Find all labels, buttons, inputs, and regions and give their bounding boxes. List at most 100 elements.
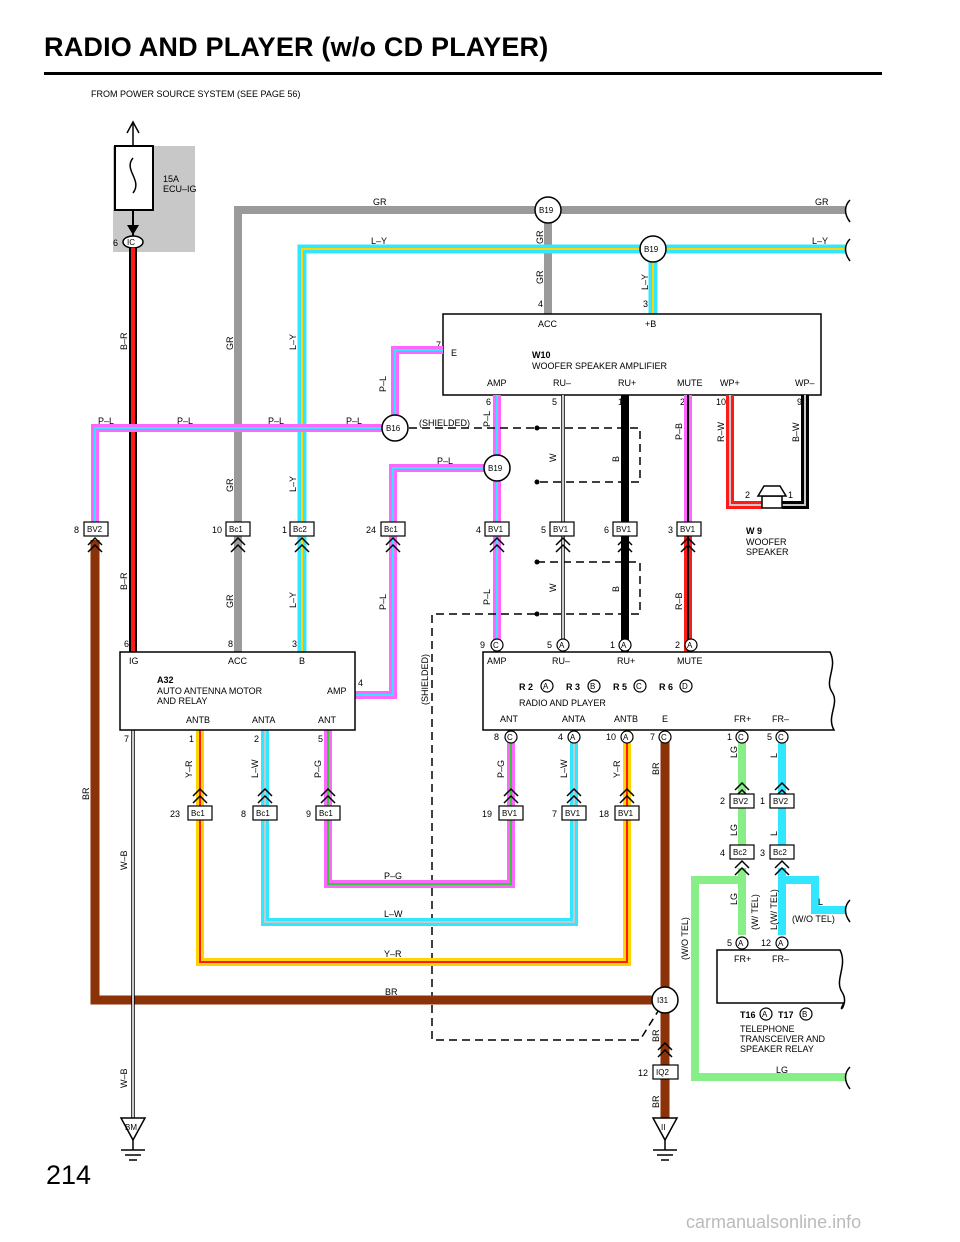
- radio-pin-ru-plus-conn-letter: A: [621, 641, 627, 650]
- radio-code-r3-ring: [587, 679, 601, 693]
- wire-label-lg-2: LG: [729, 824, 739, 836]
- wire-label-gr-bus: GR: [373, 197, 387, 207]
- shield-dot-1: [534, 425, 540, 431]
- tel-pin-frplus-conn: [735, 936, 749, 950]
- amp-pin-acc-label: ACC: [538, 319, 558, 329]
- wire-label-pl-7: P–L: [482, 411, 492, 427]
- speaker-code: W 9: [746, 526, 762, 536]
- radio-pin-ant-conn-letter: C: [507, 733, 513, 742]
- wire-label-gr-3: GR: [225, 594, 235, 608]
- conn2-bv1-c-pin: 18: [599, 809, 609, 819]
- fuse-feed-arrow: [126, 120, 140, 134]
- radio-code-r2-letter: A: [543, 682, 549, 691]
- splice-b19-gr: [534, 196, 562, 224]
- wire-label-pb: P–B: [674, 423, 684, 440]
- shield-dot-4: [534, 611, 540, 617]
- conn2-bc1-a-name: Bc1: [191, 809, 205, 818]
- wire-label-pl-5: P–L: [378, 376, 388, 392]
- wire-lw-base: [261, 730, 578, 926]
- tel-code-t17: T17: [778, 1010, 794, 1020]
- wire-label-pg-3: P–G: [496, 760, 506, 778]
- conn-bc1-b-box: [380, 521, 406, 537]
- wire-gr-bus: [234, 206, 845, 652]
- tel-code-t17-letter: B: [802, 1010, 807, 1019]
- wire-pg-stripe: [327, 730, 512, 885]
- ant-pin-antb-label: ANTB: [186, 715, 210, 725]
- radio-pin-e-label: E: [662, 714, 668, 724]
- splice-b19-gr-label: B19: [539, 206, 554, 215]
- wire-label-rb: R–B: [674, 592, 684, 610]
- antenna-name-2: AND RELAY: [157, 696, 207, 706]
- fuse-rating: 15A: [163, 174, 179, 184]
- tel-code-t16: T16: [740, 1010, 756, 1020]
- wire-label-br-bottom: B–R: [119, 572, 129, 590]
- conn2-bv1-b-chevron: [566, 787, 582, 804]
- radio-codes: R 2 A R 3 B R 5 C R 6 D: [519, 679, 693, 693]
- radio-pin-frminus-conn-letter: C: [778, 733, 784, 742]
- radio-pin-frminus-num: 5: [767, 732, 772, 742]
- conn-bv1-b-box: [549, 521, 575, 537]
- splice-b16-label: B16: [386, 424, 401, 433]
- radio-pin-ru-minus-conn: [556, 638, 570, 652]
- wire-lw-stripe: [264, 730, 575, 923]
- conn2-bc1-b-name: Bc1: [256, 809, 270, 818]
- antenna-code: A32: [157, 675, 174, 685]
- radio-pin-ru-plus-label: RU+: [617, 656, 635, 666]
- radio-pin-frplus-conn-letter: C: [738, 733, 744, 742]
- conn2-bv1-a-chevron: [503, 787, 519, 804]
- conn2-bc1-b-chevron: [257, 787, 273, 804]
- radio-pin-frplus-label: FR+: [734, 714, 751, 724]
- wire-label-lw-3: L–W: [559, 759, 569, 778]
- wire-label-pg-2: P–G: [384, 871, 402, 881]
- amp-pin-wpplus-num: 10: [716, 397, 726, 407]
- amp-pin-b-label: +B: [645, 319, 656, 329]
- conn2-bv1-b-name: BV1: [565, 809, 581, 818]
- fuse-name: ECU–IG: [163, 184, 197, 194]
- tel-name-3: SPEAKER RELAY: [740, 1044, 814, 1054]
- note-wotel-lg: (W/O TEL): [680, 917, 690, 960]
- conn-bv2-name: BV2: [87, 525, 103, 534]
- note-wtel-lg: (W/ TEL): [750, 894, 760, 930]
- conn2-bc1-a-chevron: [192, 787, 208, 804]
- ground-ii-triangle: [651, 1117, 679, 1142]
- amp-code: W10: [532, 350, 551, 360]
- radio-player-box: [482, 651, 836, 731]
- speaker-cone: [756, 485, 788, 497]
- wire-pl-antenna-stripe: [355, 530, 394, 696]
- radio-code-r6: R 6: [659, 682, 673, 692]
- wire-label-lw-2: L–W: [384, 909, 403, 919]
- conn-bc2-pin: 1: [282, 525, 287, 535]
- conn-bv1-c-box: [612, 521, 638, 537]
- radio-pin-antb-label: ANTB: [614, 714, 638, 724]
- amp-pin-b-num: 3: [643, 299, 648, 309]
- amp-name: WOOFER SPEAKER AMPLIFIER: [532, 361, 668, 371]
- conn2-bc1-c-pin: 9: [306, 809, 311, 819]
- radio-pin-mute-label: MUTE: [677, 656, 703, 666]
- conn-bc1-b-chevron: [385, 536, 401, 553]
- radio-pin-ru-plus-conn: [618, 638, 632, 652]
- connector-right: 2 BV2 1 BV2 4 Bc2 3 Bc2: [720, 781, 795, 876]
- amp-pin-acc-num: 4: [538, 299, 543, 309]
- ant-pin-anta-num: 2: [254, 734, 259, 744]
- wire-label-w-1: W: [548, 453, 558, 462]
- ant-pin-amp-num: 4: [358, 678, 363, 688]
- tel-pin-frplus-num: 5: [727, 938, 732, 948]
- speaker-name-2: SPEAKER: [746, 547, 789, 557]
- wire-label-gr-5: GR: [535, 270, 545, 284]
- conn-bc2-name: Bc2: [293, 525, 307, 534]
- wire-label-yr-3: Y–R: [612, 760, 622, 778]
- conn2-bv1-a-name: BV1: [502, 809, 518, 818]
- connr-bv2-a-box: [729, 793, 755, 809]
- wire-l-wotel: [778, 868, 845, 914]
- wire-label-pl-8: P–L: [482, 589, 492, 605]
- fuse-element: [129, 157, 137, 194]
- wire-yr-stripe: [199, 730, 628, 963]
- conn-bv1-d-box: [676, 521, 702, 537]
- radio-pin-frminus-label: FR–: [772, 714, 789, 724]
- radio-pin-mute-conn-letter: A: [687, 641, 693, 650]
- conn-bc1-a-chevron: [230, 536, 246, 553]
- ground-bm-triangle: [119, 1117, 147, 1142]
- wire-label-ly-2: L–Y: [288, 476, 298, 492]
- wire-label-wb-2: W–B: [119, 1068, 129, 1088]
